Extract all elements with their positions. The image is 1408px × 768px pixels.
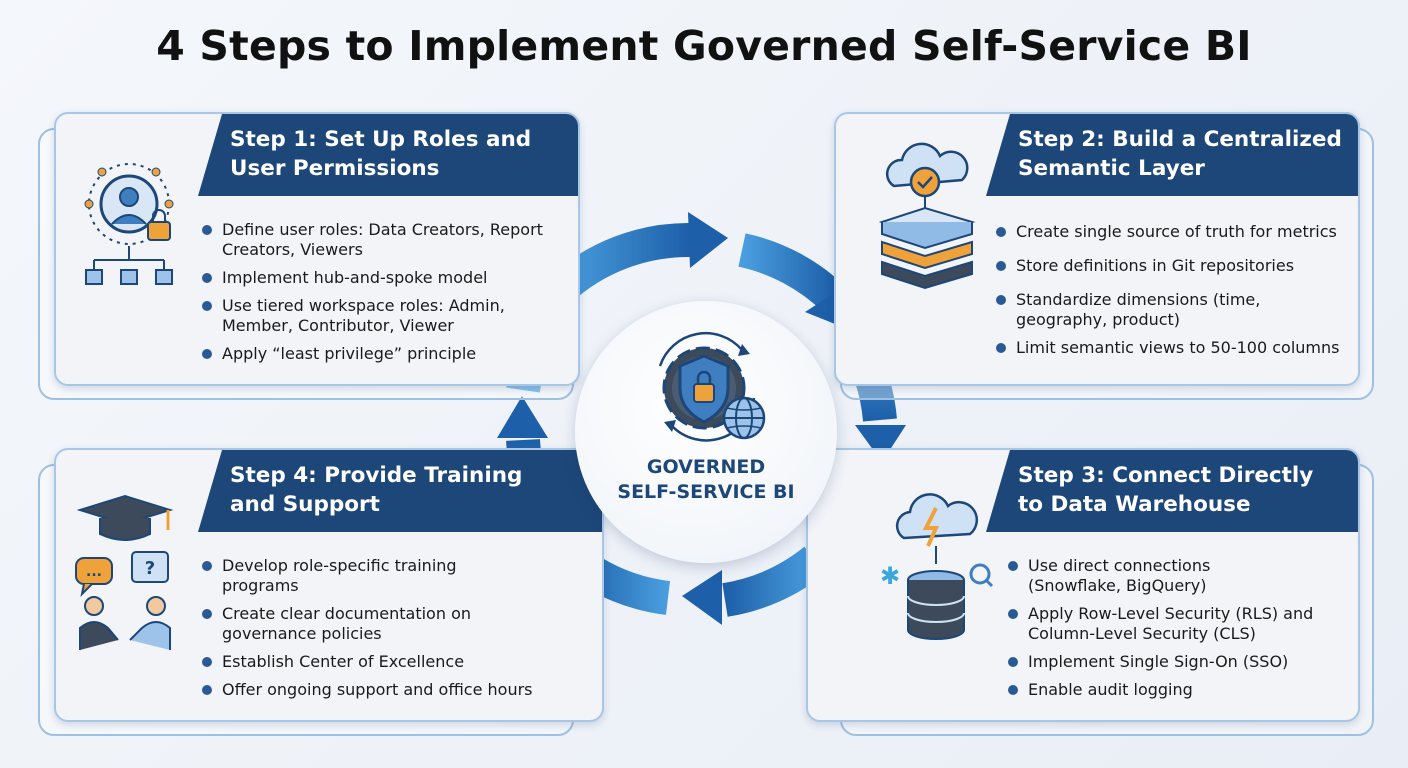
list-item: Use tiered workspace roles: Admin, Membe…: [202, 296, 562, 336]
data-warehouse-icon: ✱: [880, 493, 994, 640]
list-item: Store definitions in Git repositories: [996, 256, 1346, 276]
list-item: Offer ongoing support and office hours: [202, 680, 582, 700]
step3-title-line1: Step 3: Connect Directly: [1018, 463, 1314, 488]
step2-title-line2: Semantic Layer: [1018, 156, 1205, 181]
list-item: Define user roles: Data Creators, Report…: [202, 220, 562, 260]
list-item: Apply Row-Level Security (RLS) and Colum…: [1008, 604, 1328, 644]
step4-card: Step 4: Provide Training and Support ...…: [54, 448, 604, 722]
step3-card: Step 3: Connect Directly to Data Warehou…: [806, 448, 1360, 722]
step4-banner: Step 4: Provide Training and Support: [198, 450, 602, 532]
svg-text:✱: ✱: [880, 562, 900, 590]
center-hub: [575, 301, 837, 563]
center-label-line1: GOVERNED: [646, 456, 766, 478]
step4-title-line2: and Support: [230, 492, 380, 517]
page-title: 4 Steps to Implement Governed Self-Servi…: [156, 22, 1252, 70]
svg-text:?: ?: [145, 558, 155, 579]
list-item: Create single source of truth for metric…: [996, 222, 1346, 242]
step2-bullets: Create single source of truth for metric…: [996, 222, 1346, 366]
step3-bullets: Use direct connections (Snowflake, BigQu…: [1008, 556, 1338, 708]
governance-gear-shield-icon: [658, 331, 766, 442]
list-item: Implement hub-and-spoke model: [202, 268, 562, 288]
center-label-line2: SELF-SERVICE BI: [617, 481, 795, 503]
step2-banner: Step 2: Build a Centralized Semantic Lay…: [986, 114, 1358, 196]
step1-title-line1: Step 1: Set Up Roles and: [230, 127, 532, 152]
list-item: Apply “least privilege” principle: [202, 344, 562, 364]
center-label: GOVERNED SELF-SERVICE BI: [575, 455, 837, 505]
step4-bullets: Develop role-specific training programs …: [202, 556, 582, 708]
list-item: Standardize dimensions (time, geography,…: [996, 290, 1346, 330]
step3-banner: Step 3: Connect Directly to Data Warehou…: [986, 450, 1358, 532]
step1-card: Step 1: Set Up Roles and User Permission…: [54, 112, 580, 386]
step2-title-line1: Step 2: Build a Centralized: [1018, 127, 1342, 152]
step4-title-line1: Step 4: Provide Training: [230, 463, 523, 488]
list-item: Limit semantic views to 50-100 columns: [996, 338, 1346, 358]
step2-card: Step 2: Build a Centralized Semantic Lay…: [834, 112, 1360, 386]
training-support-icon: ... ?: [75, 494, 174, 650]
list-item: Enable audit logging: [1008, 680, 1338, 700]
list-item: Implement Single Sign-On (SSO): [1008, 652, 1338, 672]
list-item: Develop role-specific training programs: [202, 556, 492, 596]
list-item: Use direct connections (Snowflake, BigQu…: [1008, 556, 1248, 596]
svg-text:...: ...: [86, 564, 102, 580]
user-permissions-icon: [84, 163, 174, 285]
step1-banner: Step 1: Set Up Roles and User Permission…: [198, 114, 578, 196]
step1-bullets: Define user roles: Data Creators, Report…: [202, 220, 562, 372]
list-item: Establish Center of Excellence: [202, 652, 582, 672]
step3-title-line2: to Data Warehouse: [1018, 492, 1251, 517]
step1-title-line2: User Permissions: [230, 156, 440, 181]
semantic-layer-stack-icon: [878, 142, 976, 290]
list-item: Create clear documentation on governance…: [202, 604, 512, 644]
